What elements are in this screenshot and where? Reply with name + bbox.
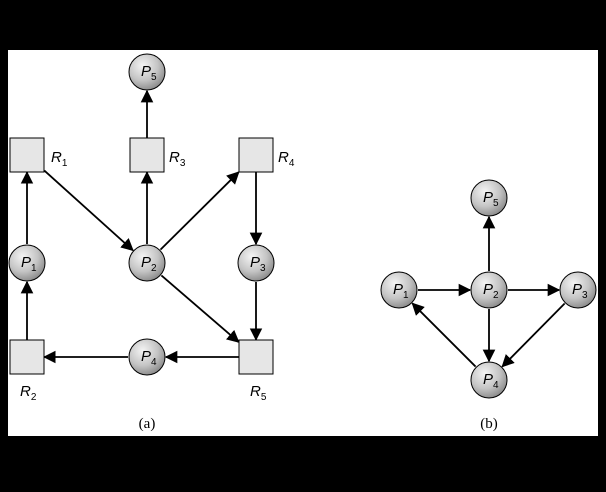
a-process-p2 xyxy=(128,244,166,282)
b-process-p4 xyxy=(470,361,508,399)
caption-b: (b) xyxy=(480,416,498,432)
a-resource-r1 xyxy=(9,137,45,173)
white-panel xyxy=(8,50,598,436)
b-process-p1 xyxy=(380,271,418,309)
b-edge-p3-p4 xyxy=(501,302,566,368)
a-process-p1 xyxy=(8,244,46,282)
b-process-p2 xyxy=(470,271,508,309)
a-edge-p2-r5 xyxy=(160,274,240,343)
caption-a: (a) xyxy=(139,416,156,432)
a-resource-r2 xyxy=(9,339,45,375)
a-process-p4 xyxy=(128,338,166,376)
a-resource-r4 xyxy=(238,137,274,173)
b-edge-p4-p1 xyxy=(411,302,477,368)
a-resource-r5 xyxy=(238,339,274,375)
a-process-p5 xyxy=(128,53,166,91)
a-process-p3 xyxy=(237,244,275,282)
a-resource-r3 xyxy=(129,137,165,173)
a-edge-r1-p2 xyxy=(43,169,134,252)
a-edge-p2-r4 xyxy=(159,171,240,251)
b-process-p5 xyxy=(470,179,508,217)
b-process-p3 xyxy=(559,271,597,309)
